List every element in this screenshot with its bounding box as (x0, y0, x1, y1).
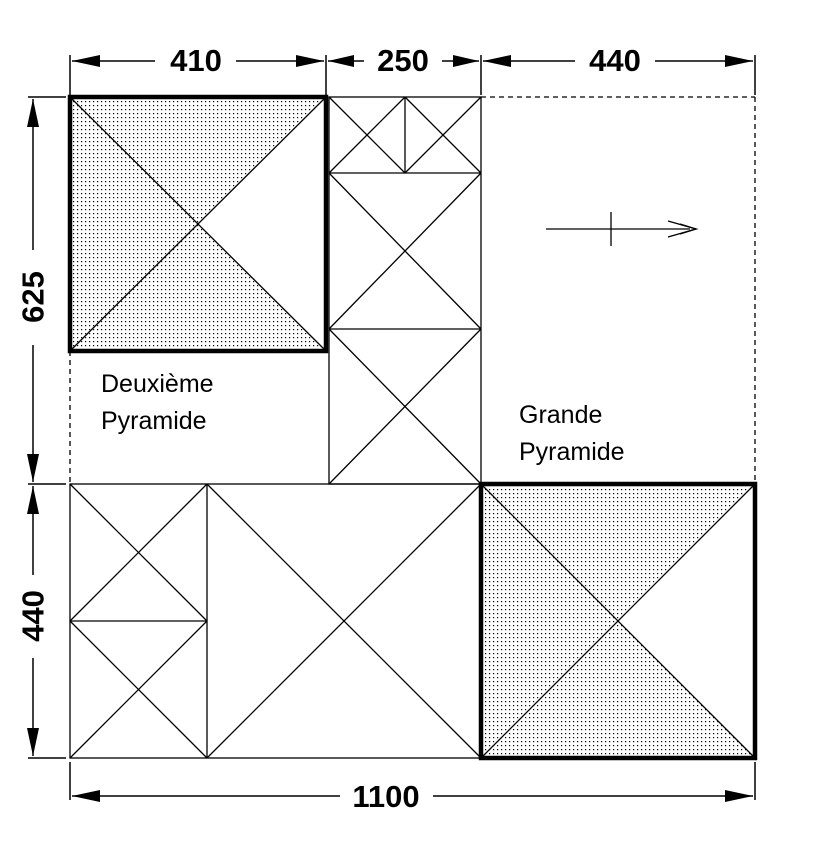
north-arrow-icon (546, 212, 699, 246)
bottom-left-squares (69, 483, 482, 759)
dimension-625: 625 (16, 271, 51, 323)
great-pyramid-label-line1: Grande (519, 401, 602, 429)
second-pyramid-label-line2: Pyramide (101, 407, 207, 435)
left-dimension-lines (27, 96, 66, 759)
great-pyramid (478, 481, 758, 761)
bottom-dimension-lines (69, 762, 756, 802)
dimension-440-top: 440 (589, 43, 641, 78)
middle-column-squares (328, 96, 482, 485)
second-pyramid (67, 94, 329, 354)
second-pyramid-label-line1: Deuxième (101, 370, 214, 398)
dimension-440-left: 440 (16, 590, 51, 642)
dimension-250: 250 (377, 43, 429, 78)
dimension-1100: 1100 (352, 779, 419, 814)
dashed-boundaries (69, 96, 756, 484)
top-dimension-lines (69, 55, 756, 95)
dimension-410: 410 (170, 43, 222, 78)
great-pyramid-label-line2: Pyramide (519, 438, 625, 466)
